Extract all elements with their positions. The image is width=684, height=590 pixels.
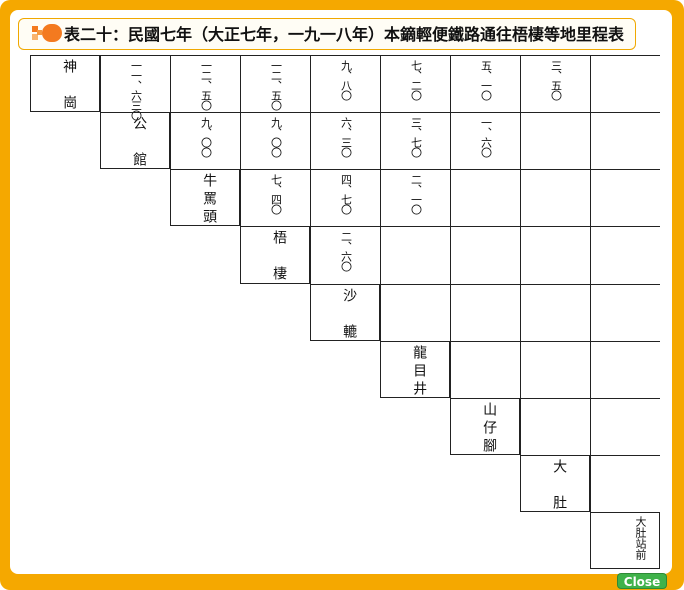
distance-cell [520,284,590,341]
distance-cell [450,169,520,226]
distance-value: 九、八〇 [339,60,353,100]
distance-value: 二、一〇 [409,174,423,214]
distance-cell [520,398,590,455]
station-name: 沙轆 [341,288,358,360]
station-cell: 山仔腳 [450,398,520,456]
distance-cell [590,169,660,226]
distance-cell [380,226,450,284]
distance-cell [590,455,660,512]
distance-value: 六、三〇 [339,117,353,157]
title-bar [18,18,636,50]
station-cell: 神崗 [30,55,100,131]
distance-cell: 五、一〇 [450,55,520,112]
distance-cell: 一二、五〇 [240,55,310,112]
station-name: 梧棲 [271,230,288,302]
distance-value: 九、〇〇 [199,117,213,157]
station-cell: 沙轆 [310,284,380,360]
distance-cell [590,341,660,398]
distance-cell [380,284,450,341]
station-name: 牛罵頭 [201,173,218,227]
distance-cell [590,284,660,341]
distance-cell: 一、六〇 [450,112,520,169]
distance-value: 一二、五〇 [269,60,283,110]
distance-cell: 九、〇〇 [170,112,240,169]
distance-value: 九、〇〇 [269,117,283,157]
distance-cell: 六、三〇 [310,112,380,169]
distance-value: 一二、五〇 [199,60,213,110]
distance-cell [520,169,590,226]
distance-cell [520,341,590,398]
station-name: 山仔腳 [481,402,498,456]
station-name: 大肚站前 [633,516,647,560]
distance-cell: 二、六〇 [310,226,380,284]
distance-cell [590,112,660,169]
distance-cell: 三、七〇 [380,112,450,169]
distance-value: 四、七〇 [339,174,353,214]
distance-cell: 七、二〇 [380,55,450,112]
distance-cell: 七、四〇 [240,169,310,226]
distance-cell: 一二、五〇 [170,55,240,112]
station-name: 神崗 [61,59,78,131]
distance-value: 五、一〇 [479,60,493,100]
distance-value: 一一、六三〇 [129,60,143,120]
page-title: 表二十：民國七年（大正七年，一九一八年）本鏑輕便鐵路通往梧棲等地里程表 [64,25,625,44]
distance-cell [450,226,520,284]
table-top-border [30,55,660,56]
distance-cell: 四、七〇 [310,169,380,226]
station-name: 大肚 [551,459,568,531]
station-cell: 梧棲 [240,226,310,302]
station-cell: 大肚 [520,455,590,531]
distance-value: 二、六〇 [339,231,353,271]
station-cell: 龍目井 [380,341,450,399]
distance-cell [590,55,660,112]
content-panel [10,10,672,574]
distance-cell: 一一、六三〇 [100,55,170,120]
distance-value: 三、五〇 [549,60,563,100]
distance-cell [520,112,590,169]
station-cell: 大肚站前 [590,512,660,569]
station-name: 公館 [131,116,148,188]
distance-cell [450,341,520,398]
close-button[interactable]: Close [617,573,667,589]
distance-cell [520,226,590,284]
distance-cell: 九、八〇 [310,55,380,112]
distance-cell: 二、一〇 [380,169,450,226]
distance-value: 一、六〇 [479,117,493,157]
title-bullet-icon [30,22,64,44]
distance-value: 三、七〇 [409,117,423,157]
distance-cell: 三、五〇 [520,55,590,112]
distance-value: 七、四〇 [269,174,283,214]
station-name: 龍目井 [411,345,428,399]
distance-value: 七、二〇 [409,60,423,100]
distance-cell [450,284,520,341]
station-cell: 牛罵頭 [170,169,240,227]
station-cell: 公館 [100,112,170,188]
distance-cell [590,226,660,284]
distance-cell: 九、〇〇 [240,112,310,169]
distance-cell [590,398,660,455]
